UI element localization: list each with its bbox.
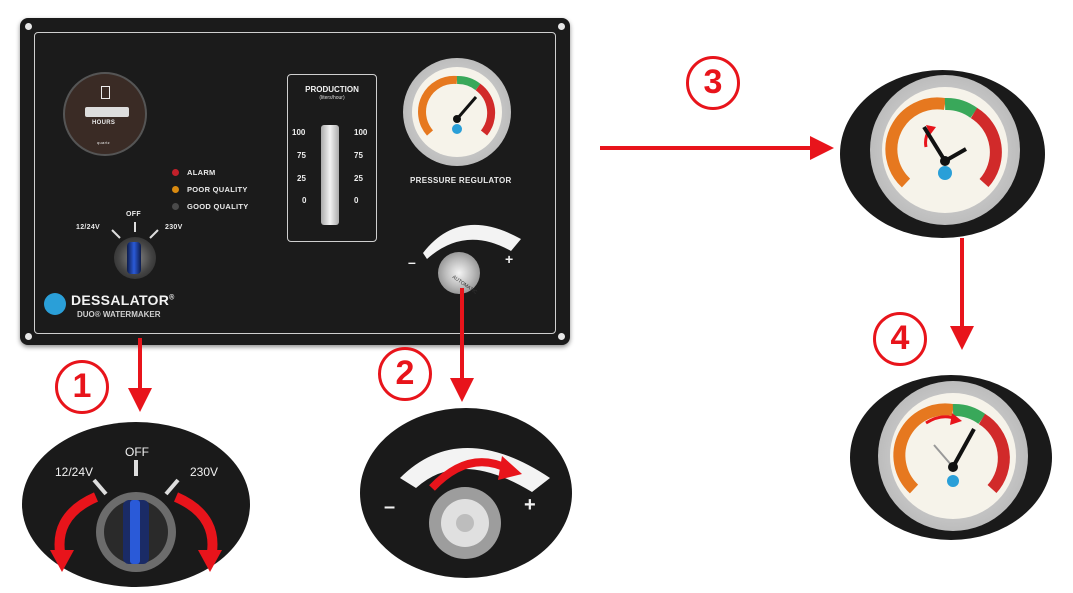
- pressure-knob[interactable]: [438, 252, 480, 294]
- screw: [25, 333, 32, 340]
- step2-minus: –: [384, 496, 396, 518]
- hour-meter-label: HOURS: [92, 120, 116, 126]
- screw: [558, 333, 565, 340]
- tick-label: 75: [297, 151, 306, 160]
- good-quality-led-icon: [172, 203, 179, 210]
- step-number-4: 4: [873, 312, 927, 366]
- step3-gauge-scale: [885, 97, 1002, 188]
- tick-label: 0: [354, 196, 359, 205]
- led-label: ALARM: [187, 168, 216, 177]
- power-switch[interactable]: [114, 237, 156, 279]
- flow-tube: [321, 125, 339, 225]
- step1-graphics: [50, 460, 222, 572]
- step4-gauge-face: [890, 393, 1016, 519]
- step3-zoom: [840, 70, 1045, 238]
- hourglass-icon: [101, 86, 110, 99]
- step3-gauge: [870, 75, 1020, 225]
- step2-plus: +: [524, 494, 536, 516]
- step2-graphics: [400, 448, 550, 559]
- switch-left-label: 12/24V: [76, 224, 100, 231]
- hour-counter: [85, 107, 129, 117]
- switch-ticks: [111, 222, 159, 239]
- gauge-scale: [418, 75, 496, 136]
- tick-label: 0: [302, 196, 307, 205]
- pressure-regulator-label: PRESSURE REGULATOR: [410, 176, 512, 185]
- production-subtitle: (liters/hour): [319, 95, 345, 101]
- step1-zoom: OFF 12/24V 230V: [22, 422, 250, 587]
- gauge-face: [412, 67, 502, 157]
- knob-plus: +: [505, 251, 514, 267]
- tick-label: 25: [354, 174, 363, 183]
- step-number-3: 3: [686, 56, 740, 110]
- step4-gauge-scale: [893, 403, 1010, 494]
- step3-gauge-face: [882, 87, 1008, 213]
- production-title: PRODUCTION: [305, 85, 359, 94]
- tick-label: 75: [354, 151, 363, 160]
- screw: [25, 23, 32, 30]
- pressure-gauge: [403, 58, 511, 166]
- panel-border: [34, 32, 556, 334]
- poor-quality-led-icon: [172, 186, 179, 193]
- brand-subtitle: DUO® WATERMAKER: [77, 310, 161, 319]
- step1-right-label: 230V: [190, 465, 219, 479]
- led-list: ALARM POOR QUALITY GOOD QUALITY: [172, 164, 249, 215]
- tick-label: 100: [292, 128, 306, 137]
- hour-meter-brand: quartz: [97, 140, 110, 145]
- step4-zoom: [850, 375, 1052, 540]
- switch-off-label: OFF: [126, 211, 141, 218]
- hour-meter: HOURS quartz: [63, 72, 147, 156]
- step-number-2: 2: [378, 347, 432, 401]
- alarm-led-icon: [172, 169, 179, 176]
- brand-name: DESSALATOR®: [71, 292, 175, 308]
- brand-logo-icon: [44, 293, 66, 315]
- switch-right-label: 230V: [165, 224, 183, 231]
- step-number-1: 1: [55, 360, 109, 414]
- led-poor-quality: POOR QUALITY: [172, 181, 249, 198]
- screw: [558, 23, 565, 30]
- tick-label: 100: [354, 128, 368, 137]
- step1-off-label: OFF: [125, 445, 149, 459]
- switch-lever[interactable]: [127, 242, 141, 274]
- step4-gauge: [878, 381, 1028, 531]
- tick-label: 25: [297, 174, 306, 183]
- step2-zoom: – +: [360, 408, 572, 578]
- led-good-quality: GOOD QUALITY: [172, 198, 249, 215]
- step1-left-label: 12/24V: [55, 465, 94, 479]
- production-flowmeter: PRODUCTION (liters/hour) 100 75 25 0 100…: [287, 74, 377, 242]
- knob-arc: [423, 224, 521, 259]
- led-alarm: ALARM: [172, 164, 249, 181]
- knob-minus: –: [408, 254, 416, 270]
- led-label: POOR QUALITY: [187, 185, 248, 194]
- led-label: GOOD QUALITY: [187, 202, 249, 211]
- control-panel: HOURS quartz ALARM POOR QUALITY GOOD QUA…: [20, 18, 570, 345]
